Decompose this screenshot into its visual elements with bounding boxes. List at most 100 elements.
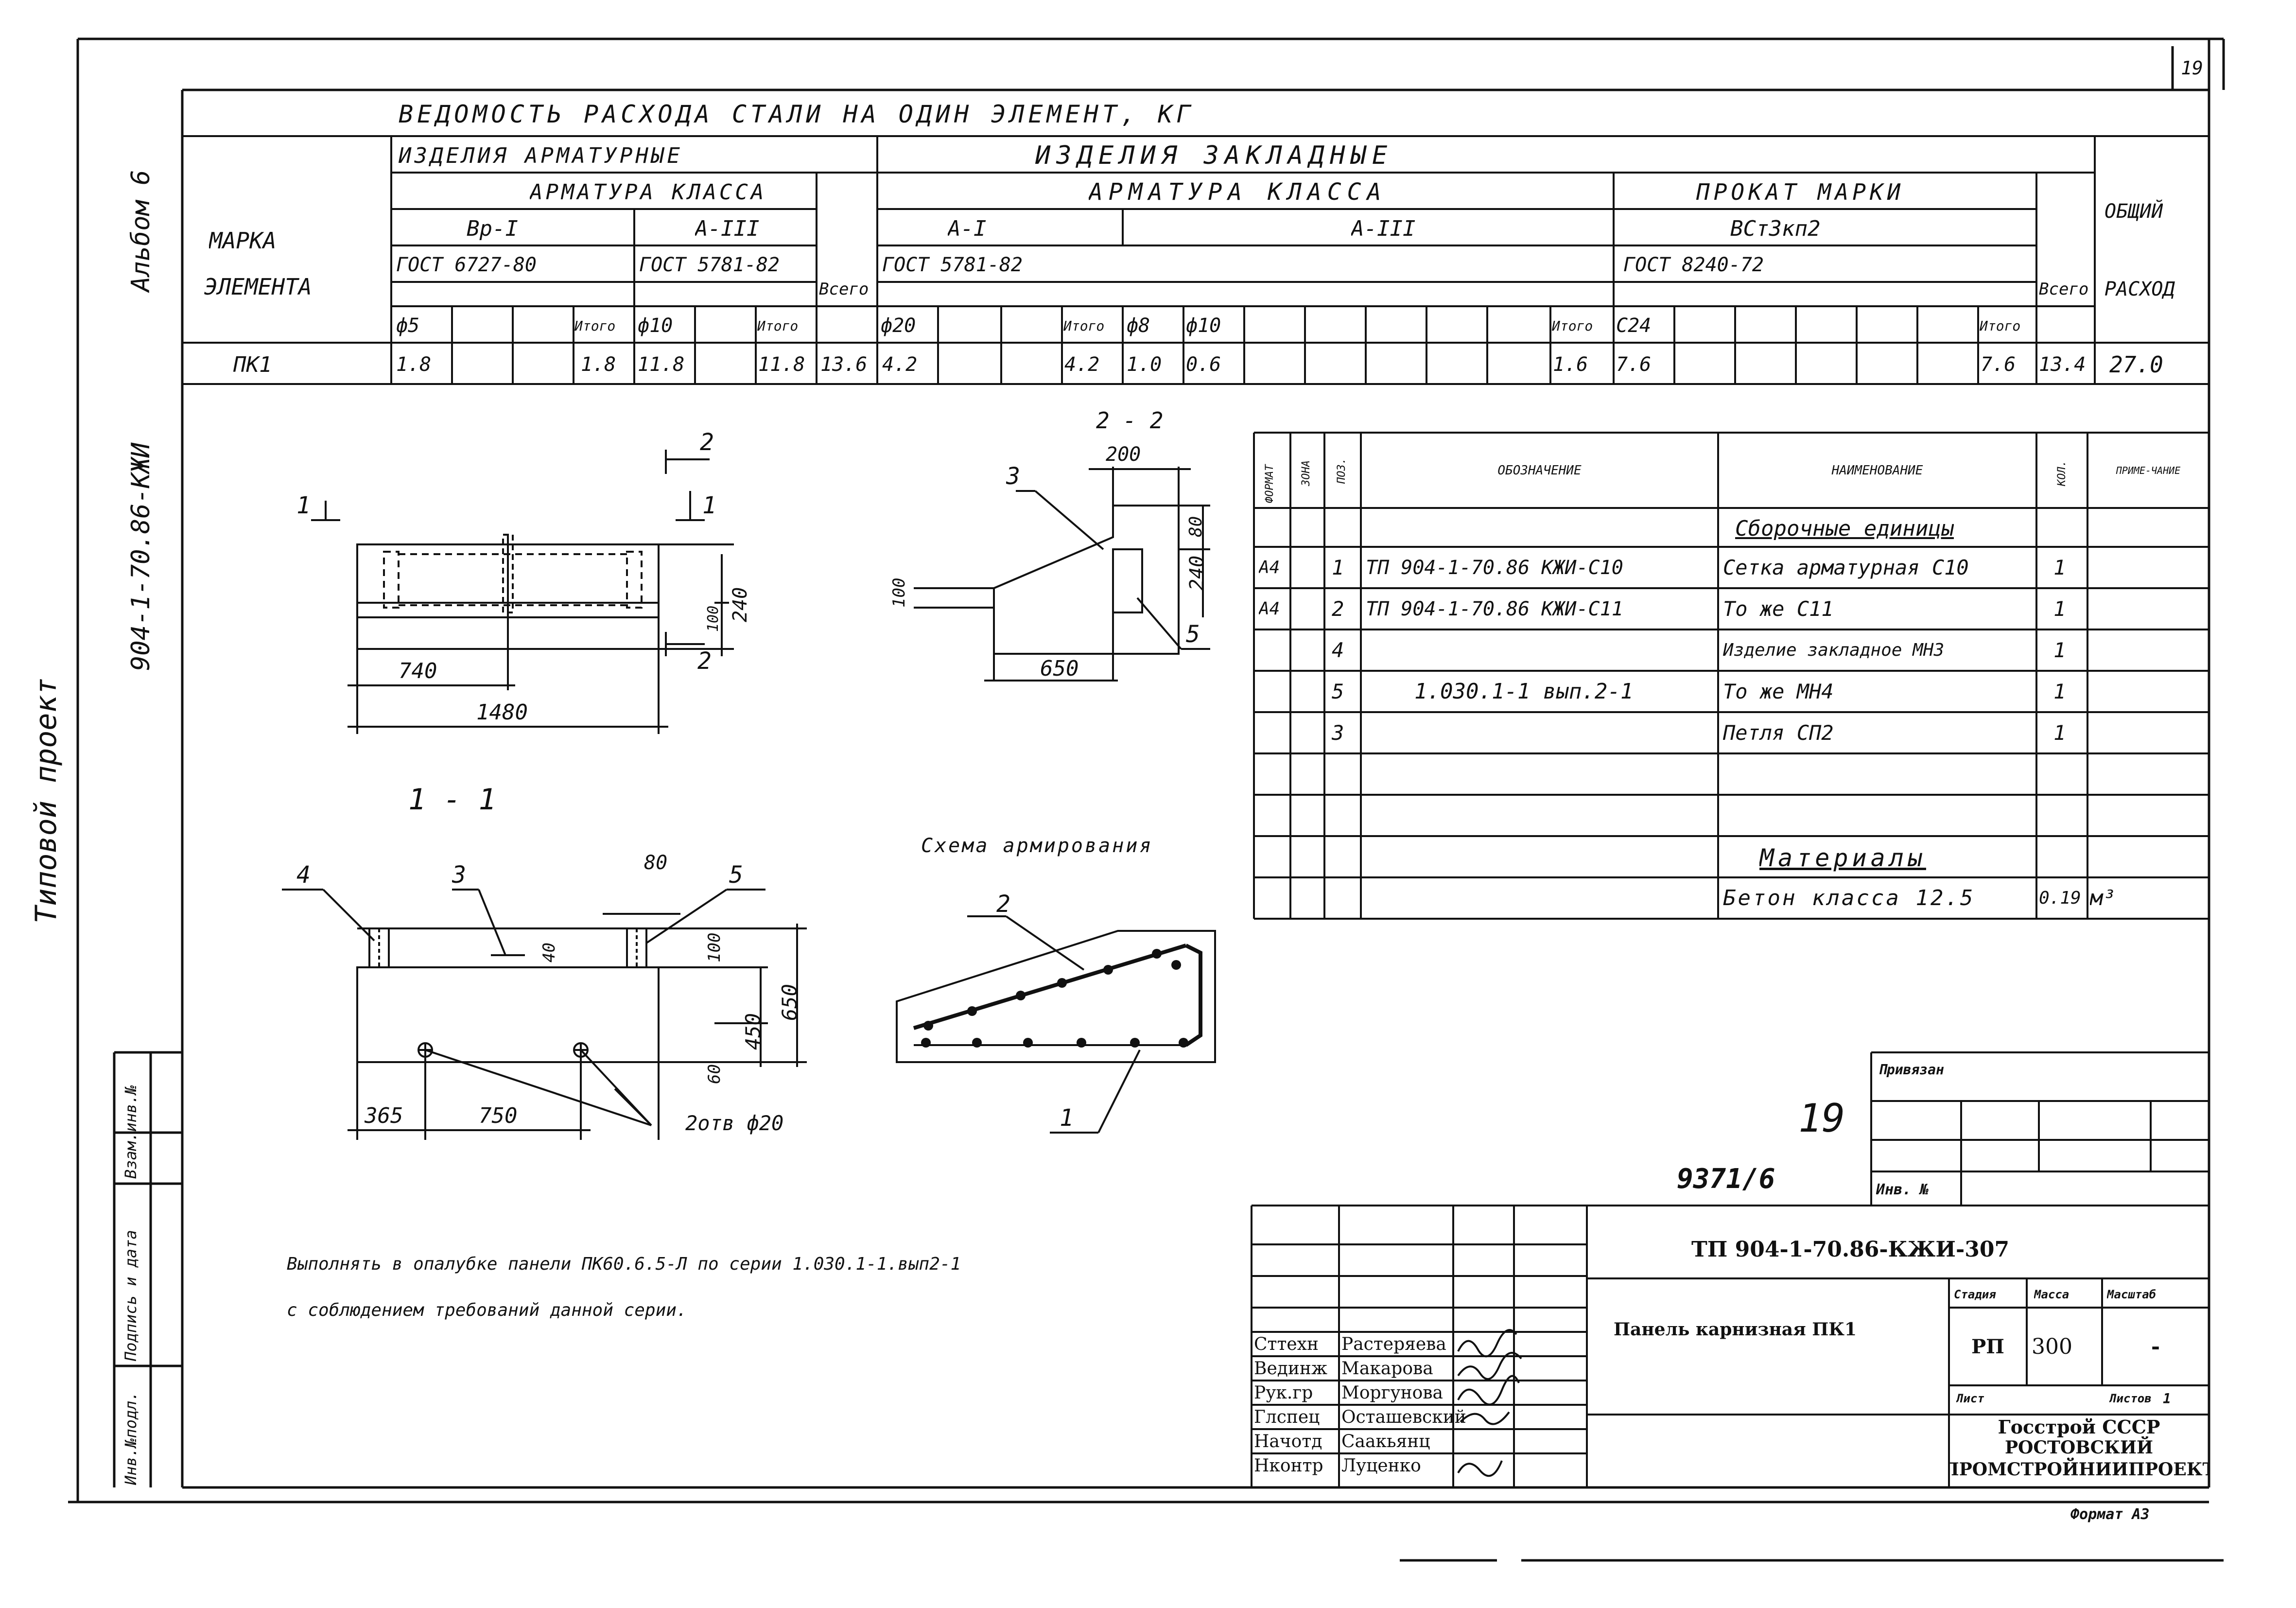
spec-row-1-qty: 1 [2053,556,2066,579]
col-d5: ф5 [396,315,420,337]
staff-role-5: Начотд [1254,1431,1322,1451]
title-stage-label: Стадия [1954,1287,1996,1301]
col-itogo-1: Итого [574,317,616,334]
row-d20: 4.2 [882,353,918,376]
spec-row-2-name: То же С11 [1723,597,1834,621]
section11-dim-40: 40 [539,943,559,962]
title-mass: 300 [2032,1334,2072,1359]
section22-pos-5: 5 [1186,621,1200,648]
vsego-header-1: Всего [819,280,869,299]
spec-head-pos: ПОЗ. [1336,458,1348,484]
staff-name-2: Макарова [1341,1358,1433,1379]
title-org-3: ПРОМСТРОЙНИИПРОЕКТ [1949,1459,2209,1480]
row-d8: 1.0 [1127,353,1162,376]
plan-cut-1-right: 1 [702,492,716,519]
section22-title: 2 - 2 [1096,407,1164,434]
staff-role-4: Глспец [1254,1407,1320,1427]
title-code: ТП 904-1-70.86-КЖИ-307 [1691,1237,2010,1262]
title-name: Панель карнизная ПК1 [1614,1319,1857,1340]
handwritten-inv-number: 9371/6 [1677,1163,1775,1195]
section11-pos-5: 5 [729,861,743,889]
row-d10b: 0.6 [1186,353,1221,376]
spec-head-note: ПРИМЕ-ЧАНИЕ [2116,464,2181,476]
class-a1: А-I [948,216,987,241]
margin-code-text: 904-1-70.86-КЖИ [126,442,156,671]
spec-row-1-format: А4 [1259,558,1280,577]
row-vsego-2: 13.4 [2039,353,2086,376]
spec-row-3-pos: 4 [1332,638,1344,662]
margin-stamp-inv: Инв.№подл. [122,1391,140,1485]
section11-dim-750: 750 [479,1103,518,1128]
row-total: 27.0 [2109,351,2163,378]
gost-6727: ГОСТ 6727-80 [396,254,537,276]
plan-dim-740: 740 [399,658,437,683]
section11-pos-4: 4 [296,861,311,889]
title-sheets-label: Листов [2109,1392,2152,1405]
spec-row-3-qty: 1 [2053,638,2066,662]
title-scale-label: Масштаб [2107,1287,2157,1301]
plan-cut-1-left: 1 [296,492,311,519]
rebar-group-header: ИЗДЕЛИЯ АРМАТУРНЫЕ [399,143,683,168]
col-itogo-2: Итого [757,317,799,334]
section11-dim-450: 450 [741,1013,765,1050]
spec-row-3-name: Изделие закладное МН3 [1723,640,1945,660]
title-sheets-count: 1 [2163,1390,2171,1407]
col-itogo-4: Итого [1552,317,1593,334]
margin-project-text: Типовой проект [29,678,63,924]
spec-head-qty: КОЛ. [2056,460,2068,486]
spec-row-5-pos: 3 [1332,721,1344,745]
embedded-armature-class: АРМАТУРА КЛАССА [1089,178,1387,206]
note-line-2: с соблюдением требований данной серии. [287,1300,687,1320]
section11-holes: 2отв ф20 [685,1111,784,1135]
gost-8240: ГОСТ 8240-72 [1623,254,1764,276]
section22-dim-200: 200 [1106,443,1141,466]
scheme-pos-2: 2 [996,891,1010,918]
spec-row-5-name: Петля СП2 [1723,721,1834,745]
section11-dim-650: 650 [778,984,801,1021]
title-mass-label: Масса [2034,1287,2070,1301]
staff-role-6: Нконтр [1254,1455,1323,1476]
privyazan-inv-label: Инв. № [1876,1181,1929,1198]
spec-material-unit: м³ [2090,886,2116,910]
staff-role-2: Вединж [1254,1358,1328,1379]
spec-row-5-qty: 1 [2053,721,2066,745]
spec-row-1-pos: 1 [1332,556,1344,579]
section11-dim-100: 100 [705,932,724,962]
col-d20: ф20 [881,315,916,337]
privyazan-label: Привязан [1879,1061,1944,1078]
section22-pos-3: 3 [1006,463,1020,490]
spec-row-2-pos: 2 [1332,597,1344,621]
col-d8: ф8 [1127,315,1150,337]
class-a3-embedded: А-III [1351,216,1416,241]
spec-row-2-format: А4 [1259,599,1280,619]
section11-pos-3: 3 [452,861,466,889]
mark-header-1: МАРКА [209,227,277,254]
title-sheet-label: Лист [1956,1392,1984,1405]
class-a3-rebar: А-III [695,216,760,241]
rolled-grade-header: ПРОКАТ МАРКИ [1696,179,1905,205]
rebar-armature-class: АРМАТУРА КЛАССА [530,179,767,205]
plan-cut-2-top: 2 [700,429,714,456]
gost-5781-rebar: ГОСТ 5781-82 [639,254,780,276]
spec-row-1-name: Сетка арматурная С10 [1723,556,1969,579]
spec-material-qty: 0.19 [2039,888,2081,908]
spec-material-name: Бетон класса 12.5 [1723,886,1975,910]
section11-dim-60: 60 [705,1064,724,1084]
spec-row-2-qty: 1 [2053,597,2066,621]
row-itogo-4: 1.6 [1553,353,1588,376]
section11-dim-80: 80 [644,852,668,874]
row-itogo-1: 1.8 [581,353,616,376]
col-itogo-5: Итого [1980,317,2021,334]
section22-dim-80: 80 [1186,516,1206,537]
scheme-pos-1: 1 [1060,1104,1074,1132]
staff-role-3: Рук.гр [1254,1382,1313,1403]
section22-dim-240: 240 [1186,555,1208,591]
margin-stamp-replace: Взам.инв.№ [122,1085,140,1179]
plan-dim-1480: 1480 [476,699,528,725]
format-label: Формат А3 [2070,1505,2150,1523]
row-vsego-1: 13.6 [820,353,868,376]
staff-name-4: Осташевский [1341,1407,1466,1427]
row-itogo-2: 11.8 [758,353,805,376]
embedded-group-header: ИЗДЕЛИЯ ЗАКЛАДНЫЕ [1035,141,1393,170]
col-d10b: ф10 [1186,315,1221,337]
